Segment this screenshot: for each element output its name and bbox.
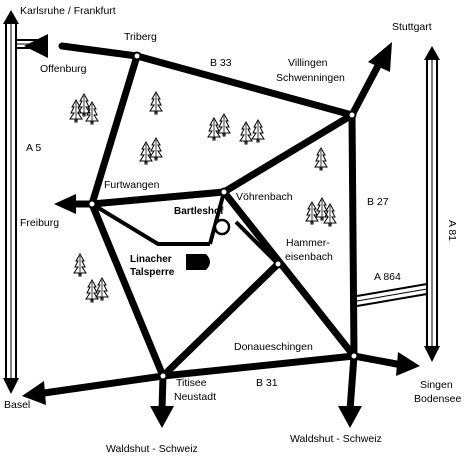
label-bodensee: Bodensee <box>414 393 461 405</box>
tree-cluster-icon <box>139 137 163 165</box>
label-freiburg: Freiburg <box>20 217 59 229</box>
label-schwenningen: Schwenningen <box>276 72 345 84</box>
road-triberg-furtwangen <box>88 52 141 208</box>
tree-cluster-icon <box>73 253 87 277</box>
arrow-head-icon <box>368 42 392 72</box>
label-a81: A 81 <box>446 220 458 241</box>
road-b31 <box>159 352 358 380</box>
road-villingen-voehrenbach <box>220 111 356 196</box>
label-titisee: Titisee <box>176 377 207 389</box>
road-to-waldshut-left <box>158 372 167 414</box>
label-donaueschingen: Donaueschingen <box>234 341 313 353</box>
label-voehrenbach: Vöhrenbach <box>236 191 293 203</box>
arrow-head-icon <box>424 346 440 362</box>
road-furtwangen-titisee <box>88 200 167 380</box>
label-hammereisenbach-2: eisenbach <box>285 251 333 263</box>
junction-donaueschingen <box>349 351 359 361</box>
label-neustadt: Neustadt <box>174 391 216 403</box>
label-b33: B 33 <box>210 57 232 69</box>
label-triberg: Triberg <box>124 31 157 43</box>
label-talsperre: Talsperre <box>130 267 175 278</box>
road-voehrenbach-furtwangen <box>88 188 228 208</box>
dam-marker-icon <box>186 254 210 270</box>
label-basel: Basel <box>4 399 30 411</box>
junction-villingen <box>347 110 357 120</box>
road-voehrenbach-donaueschingen <box>220 188 358 360</box>
autobahn-a5 <box>3 10 19 394</box>
label-waldshut-right: Waldshut - Schweiz <box>290 433 382 445</box>
arrow-head-icon <box>24 34 48 58</box>
minor-roads <box>90 191 280 266</box>
road-to-offenburg <box>58 42 141 60</box>
autobahn-a864 <box>356 283 428 307</box>
junction-voehrenbach <box>219 187 229 197</box>
road-to-linacher <box>90 202 210 246</box>
arrow-head-icon <box>338 406 362 428</box>
road-b33 <box>133 52 356 119</box>
label-stuttgart: Stuttgart <box>392 21 432 33</box>
label-bartleshof: Bartleshof <box>174 206 224 217</box>
label-villingen: Villingen <box>288 57 328 69</box>
label-b31: B 31 <box>256 377 278 389</box>
arrow-head-icon <box>3 378 19 394</box>
label-offenburg: Offenburg <box>40 63 87 75</box>
junctions <box>87 51 359 381</box>
label-singen: Singen <box>420 379 453 391</box>
junction-furtwangen <box>87 199 97 209</box>
road-arrows <box>22 34 420 428</box>
tree-cluster-icon <box>85 277 109 303</box>
label-karlsruhe-frankfurt: Karlsruhe / Frankfurt <box>20 5 116 17</box>
label-a864: A 864 <box>374 271 401 283</box>
road-titisee-hammereisenbach <box>159 260 282 380</box>
arrow-head-icon <box>150 406 174 428</box>
road-bartleshof-hammereisenbach <box>234 220 280 266</box>
autobahn-a81 <box>424 46 440 362</box>
label-hammereisenbach-1: Hammer- <box>286 237 330 249</box>
junction-titisee <box>158 371 168 381</box>
tree-cluster-icon <box>305 197 337 227</box>
road-b27 <box>348 111 358 360</box>
label-b27: B 27 <box>367 196 389 208</box>
junction-hammereisenbach <box>273 259 283 269</box>
road-network <box>40 42 406 414</box>
road-to-waldshut-right <box>346 352 358 414</box>
road-voehrenbach-bartleshof <box>208 191 226 245</box>
arrow-head-icon <box>22 381 46 405</box>
arrow-head-icon <box>424 46 440 60</box>
tree-cluster-icon <box>149 91 163 115</box>
arrow-head-icon <box>54 194 76 214</box>
tree-cluster-icon <box>207 113 265 145</box>
road-to-stuttgart <box>348 58 384 119</box>
tree-cluster-icon <box>69 93 99 125</box>
label-furtwangen: Furtwangen <box>104 179 160 191</box>
arrow-head-icon <box>396 352 420 376</box>
label-a5: A 5 <box>26 142 41 154</box>
destination-marker-icon <box>213 218 231 236</box>
road-b31-basel <box>40 372 167 397</box>
road-to-singen <box>350 352 406 369</box>
tree-cluster-icon <box>314 147 328 171</box>
label-linacher: Linacher <box>130 254 172 265</box>
arrow-head-icon <box>3 10 19 24</box>
junction-triberg <box>132 51 142 61</box>
label-waldshut-left: Waldshut - Schweiz <box>106 443 198 455</box>
